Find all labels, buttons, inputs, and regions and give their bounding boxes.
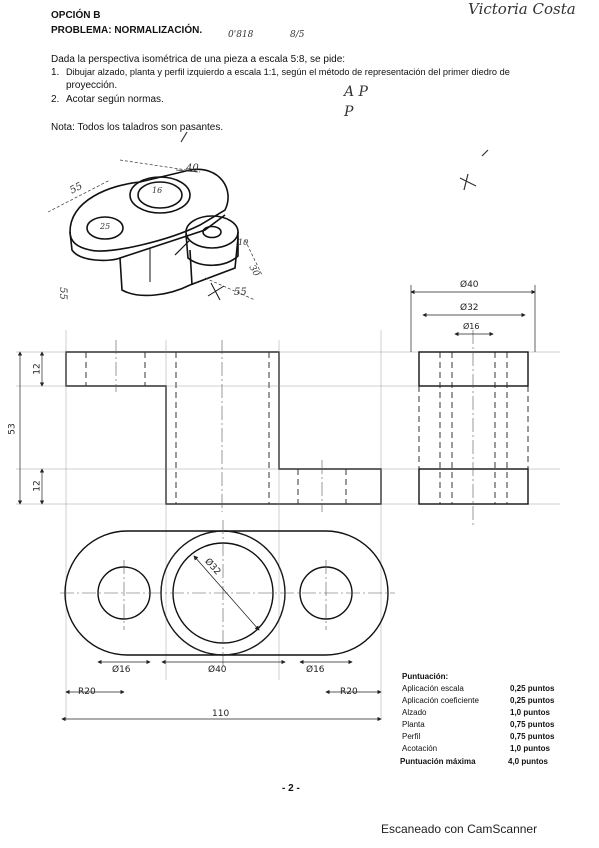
item-2-text: Acotar según normas. <box>66 94 164 105</box>
iso-dim-55-right: 55 <box>234 287 247 298</box>
profile-view <box>418 351 529 505</box>
scoring-label: Planta <box>402 720 425 729</box>
scoring-label: Aplicación coeficiente <box>402 696 479 705</box>
page-number: - 2 - <box>282 783 300 794</box>
item-1-number: 1. <box>51 67 60 78</box>
dim-12-bottom: 12 <box>32 480 43 492</box>
handwritten-p: P <box>344 104 354 120</box>
scoring-value: 0,25 puntos <box>510 684 555 693</box>
handwritten-ap: A P <box>344 84 368 100</box>
scoring-row: Aplicación coeficiente <box>402 696 479 705</box>
plan-dim-r20-right: R20 <box>340 687 358 697</box>
margin-note-ratio: 0'818 <box>228 30 254 40</box>
plan-dim-d40: Ø40 <box>208 665 227 675</box>
isometric-view <box>69 168 239 297</box>
scanner-watermark: Escaneado con CamScanner <box>381 822 538 836</box>
scoring-label: Perfil <box>402 732 421 741</box>
margin-note-fraction: 8/5 <box>290 30 305 40</box>
scoring-value: 1,0 puntos <box>510 744 551 753</box>
item-1-line2: proyección. <box>66 80 118 91</box>
item-2-number: 2. <box>51 94 60 105</box>
scoring-max-value: 4,0 puntos <box>508 757 549 766</box>
statement-note: Nota: Todos los taladros son pasantes. <box>51 122 224 133</box>
problem-title: PROBLEMA: NORMALIZACIÓN. <box>51 25 203 36</box>
profile-dim-d40: Ø40 <box>460 280 479 290</box>
profile-dim-d32: Ø32 <box>460 303 479 313</box>
iso-dim-10: 10 <box>238 238 249 247</box>
scoring-row: Aplicación escala <box>402 684 464 693</box>
dim-12-top: 12 <box>32 363 43 375</box>
scoring-row: Alzado <box>402 708 426 717</box>
plan-dim-d16-right: Ø16 <box>306 665 325 675</box>
scoring-label: Acotación <box>402 744 438 753</box>
iso-dim-16: 16 <box>152 186 163 195</box>
scoring-row: Planta <box>402 720 425 729</box>
iso-dim-25: 25 <box>100 222 111 231</box>
dim-53: 53 <box>7 423 18 435</box>
scoring-value: 0,75 puntos <box>510 720 555 729</box>
scoring-label: Alzado <box>402 708 427 717</box>
author-signature: Victoria Costa <box>468 0 576 18</box>
elevation-view <box>65 351 382 505</box>
iso-dim-40: 40 <box>186 163 199 174</box>
scoring-row: Acotación <box>402 744 437 753</box>
profile-dim-d16: Ø16 <box>463 322 480 331</box>
option-label: OPCIÓN B <box>51 10 101 21</box>
iso-dim-55-side: 55 <box>56 287 68 300</box>
statement-intro: Dada la perspectiva isométrica de una pi… <box>51 54 346 65</box>
scoring-value: 0,25 puntos <box>510 696 555 705</box>
item-1-line1: Dibujar alzado, planta y perfil izquierd… <box>66 67 510 77</box>
scoring-label: Aplicación escala <box>402 684 464 693</box>
plan-dim-d16-left: Ø16 <box>112 665 131 675</box>
scoring-value: 1,0 puntos <box>510 708 551 717</box>
plan-dim-r20-left: R20 <box>78 687 96 697</box>
scoring-title: Puntuación: <box>402 672 449 681</box>
scoring-max-label: Puntuación máxima <box>400 757 476 766</box>
plan-dim-110: 110 <box>212 709 230 719</box>
scoring-row: Perfil <box>402 732 420 741</box>
scoring-value: 0,75 puntos <box>510 732 555 741</box>
